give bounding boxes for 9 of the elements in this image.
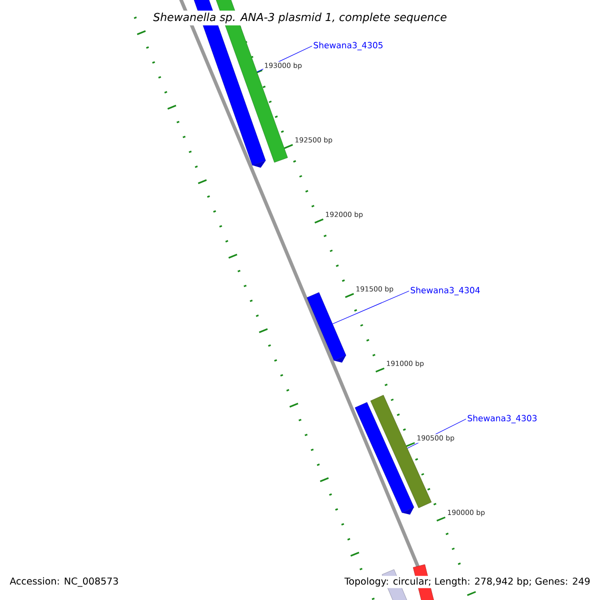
gene-label: Shewana3_4305 bbox=[314, 42, 382, 50]
footer-text: Topology: circular; Length: 278,942 bp; Genes: 249 bbox=[342, 576, 592, 588]
title: Shewanella sp. ANA-3 plasmid 1, complete sequence bbox=[151, 10, 449, 26]
gene-bar bbox=[354, 402, 414, 515]
gene-label: Shewana3_4303 bbox=[468, 414, 537, 424]
gene-bar bbox=[306, 292, 346, 363]
footer-text: Accession: NC_008573 bbox=[8, 576, 120, 588]
gene-label: Shewana3_4304 bbox=[410, 286, 480, 296]
leader-line bbox=[332, 290, 410, 324]
